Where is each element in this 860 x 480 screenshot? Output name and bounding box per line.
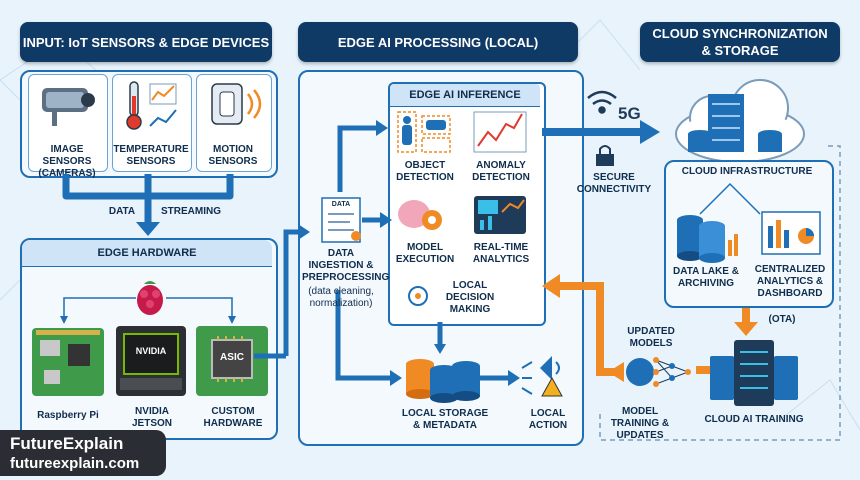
processing-header-text: EDGE AI PROCESSING (LOCAL) [337,34,539,50]
cloud-ai-training-label: CLOUD AI TRAINING [704,414,804,425]
edge-hardware-title: EDGE HARDWARE [22,240,272,267]
motion-sensor-icon [211,83,262,125]
device-label-custom-hardware: CUSTOM HARDWARE [203,406,263,429]
data-lake-label: DATA LAKE & ARCHIVING [673,266,739,289]
cloud-header-text: CLOUD SYNCHRONIZATION & STORAGE [652,26,828,58]
watermark-url: futureexplain.com [10,455,140,472]
input-header-text: INPUT: IoT SENSORS & EDGE DEVICES [22,34,270,50]
processing-section-header: EDGE AI PROCESSING (LOCAL) [298,22,578,62]
analytics-dashboard-icon [761,211,821,255]
cloud-icon [675,79,805,163]
inference-title-text: EDGE AI INFERENCE [409,89,521,101]
sensor-label-image: IMAGE SENSORS (CAMERAS) [38,144,96,179]
local-storage-label: LOCAL STORAGE & METADATA [401,408,489,431]
camera-icon [42,88,95,126]
asic-chip-icon [196,326,268,396]
brain-gear-icon [398,200,442,230]
dashboard-icon [474,196,526,234]
asic-chip-text: ASIC [220,352,244,363]
updated-models-label: UPDATED MODELS [627,326,675,349]
local-storage-icon [406,359,480,403]
ota-label: (OTA) [768,314,796,325]
ingestion-note: (data cleaning, normalization) [308,286,374,309]
inference-label-realtime-analytics: REAL-TIME ANALYTICS [472,242,530,265]
nvidia-chip-text: NVIDIA [135,346,167,356]
watermark-brand: FutureExplain [10,434,124,453]
sensor-label-motion: MOTION SENSORS [208,144,258,167]
data-lake-icon [677,215,738,263]
model-training-label: MODEL TRAINING & UPDATES [610,406,670,441]
local-action-label: LOCAL ACTION [528,408,568,431]
object-detection-icon [397,111,451,153]
stream-label-streaming: STREAMING [161,206,221,217]
inference-label-object-detection: OBJECT DETECTION [396,160,454,183]
data-document-icon [321,197,361,243]
neural-network-icon [626,357,691,387]
cloud-infrastructure-label: CLOUD INFRASTRUCTURE [681,166,813,177]
thermometer-icon [126,81,177,130]
edge-hardware-title-text: EDGE HARDWARE [97,247,197,259]
stream-label-data: DATA [108,206,136,217]
inference-title: EDGE AI INFERENCE [390,84,540,107]
watermark-badge: FutureExplain futureexplain.com [0,430,166,476]
inference-label-decision: LOCAL DECISION MAKING [445,280,495,315]
local-action-icon [540,356,563,397]
device-label-nvidia-jetson: NVIDIA JETSON [131,406,172,429]
cloud-training-server-icon [710,340,798,406]
inference-label-model-execution: MODEL EXECUTION [395,242,455,265]
network-5g-label: 5G [618,104,641,123]
cloud-section-header: CLOUD SYNCHRONIZATION & STORAGE [640,22,840,62]
device-label-raspberry-pi: Raspberry Pi [37,410,99,421]
secure-connectivity-label: SECURE CONNECTIVITY [576,172,652,195]
ingestion-title: DATA INGESTION & PREPROCESSING [302,248,390,283]
wifi-icon [587,90,617,114]
inference-label-anomaly-detection: ANOMALY DETECTION [472,160,530,183]
secure-lock-icon [596,145,614,166]
analytics-label: CENTRALIZED ANALYTICS & DASHBOARD [754,264,826,299]
input-section-header: INPUT: IoT SENSORS & EDGE DEVICES [20,22,272,62]
raspberry-pi-icon [32,281,163,396]
sensor-label-temperature: TEMPERATURE SENSORS [113,144,189,167]
data-document-text: DATA [331,201,351,208]
decision-target-icon [408,286,428,306]
nvidia-jetson-icon [116,326,186,396]
anomaly-chart-icon [473,111,527,153]
